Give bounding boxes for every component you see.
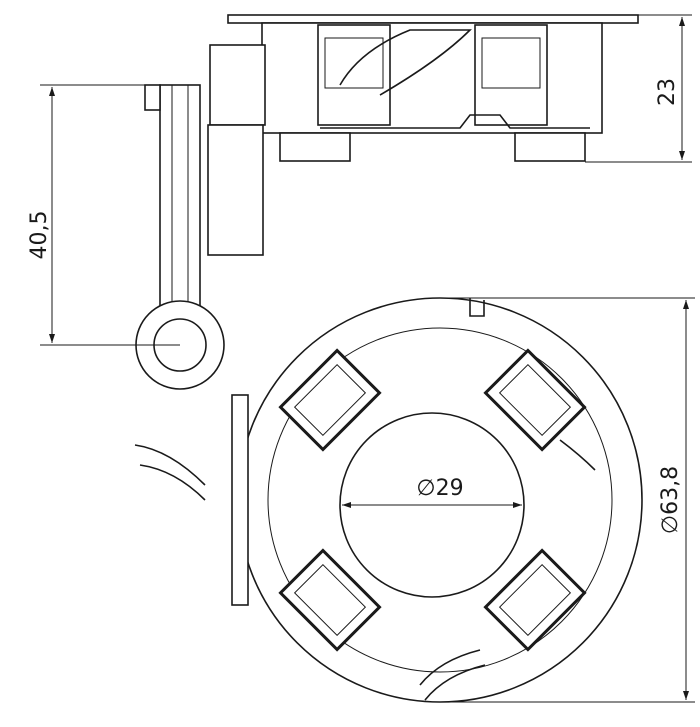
dimension-label-23: 23 bbox=[655, 78, 680, 106]
dimension-outer-diameter: ∅63,8 bbox=[440, 297, 695, 703]
side-view bbox=[207, 14, 639, 256]
dimension-inner-diameter: ∅29 bbox=[342, 476, 522, 508]
top-view bbox=[134, 297, 643, 703]
dimension-label-63-8: ∅63,8 bbox=[658, 466, 683, 534]
dimension-label-40-5: 40,5 bbox=[27, 211, 52, 260]
dimension-lug-length: 40,5 bbox=[27, 84, 180, 346]
dimension-height: 23 bbox=[585, 14, 692, 163]
dimension-label-29: ∅29 bbox=[416, 476, 463, 501]
